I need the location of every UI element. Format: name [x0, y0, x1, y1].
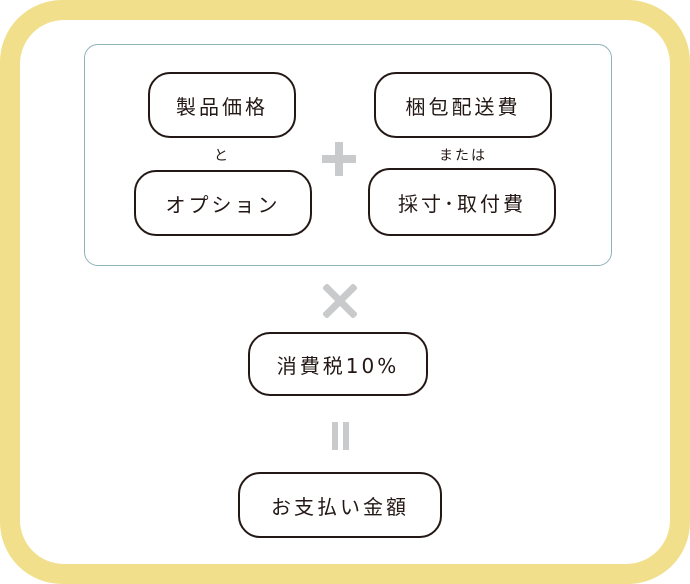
equals-icon	[332, 422, 349, 450]
connector-or: または	[439, 148, 487, 164]
node-measuring-installation: 採寸･取付費	[368, 168, 556, 236]
node-consumption-tax: 消費税10%	[248, 332, 428, 396]
node-options: オプション	[134, 170, 312, 236]
plus-icon	[322, 142, 356, 176]
node-product-price: 製品価格	[148, 72, 296, 138]
connector-and: と	[214, 148, 230, 164]
node-packing-shipping: 梱包配送費	[374, 72, 552, 138]
times-icon	[323, 284, 357, 318]
node-payment-amount: お支払い金額	[238, 472, 442, 538]
